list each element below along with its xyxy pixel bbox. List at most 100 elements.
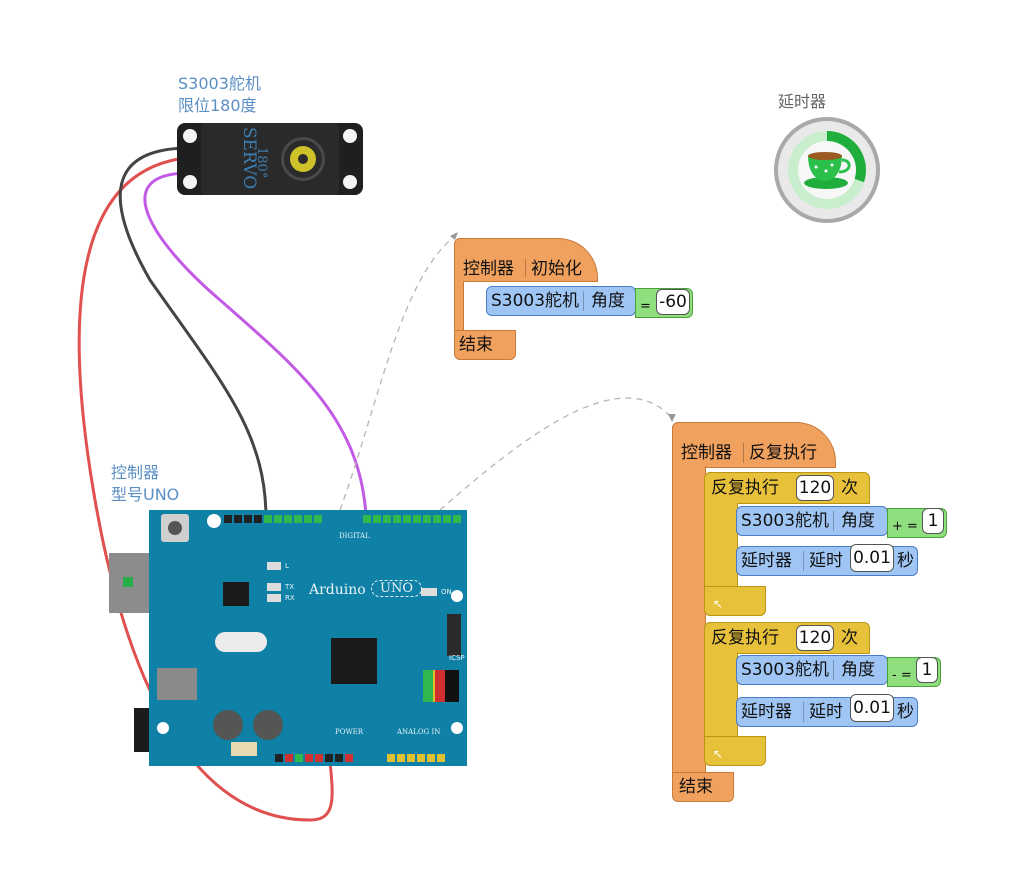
fuse — [231, 742, 257, 756]
servo-horn — [281, 137, 325, 181]
repeat-2-label: 反复执行 — [711, 628, 779, 648]
corner-arrow-icon: ↖ — [713, 597, 724, 611]
repeat-2-op-text: - = — [892, 668, 912, 683]
repeat-2-end: ↖ — [704, 736, 766, 766]
init-set-servo-block[interactable]: S3003舵机 角度 — [486, 286, 636, 316]
link-arrow-loop — [668, 414, 676, 422]
init-set-op-text: = — [640, 299, 651, 314]
mount-hole — [451, 722, 463, 734]
voltage-regulator — [157, 668, 197, 700]
timer-label: 延时器 — [778, 92, 827, 111]
servo-mount-hole — [343, 129, 357, 143]
icsp-label: ICSP — [449, 654, 465, 662]
reset-button-cap — [168, 521, 182, 535]
teacup-icon — [804, 152, 851, 189]
init-block-end: 结束 — [454, 330, 516, 360]
repeat-block-2[interactable]: 反复执行 次 — [704, 622, 870, 654]
repeat-1-delay-input[interactable]: 0.01 — [850, 544, 894, 572]
mount-hole — [451, 590, 463, 602]
repeat-1-end: ↖ — [704, 586, 766, 616]
usb-port-led — [123, 577, 133, 587]
loop-block-spine — [672, 466, 706, 774]
loop-header-target: 控制器 — [681, 443, 732, 463]
icsp-header — [447, 614, 461, 656]
servo-mount-hole — [183, 175, 197, 189]
digital-label: DIGITAL — [339, 532, 370, 540]
repeat-2-servo-block[interactable]: S3003舵机 角度 — [736, 655, 888, 685]
link-line-init — [339, 235, 456, 511]
servo-name-label: S3003舵机 — [178, 74, 261, 93]
init-angle-value-input[interactable]: -60 — [656, 289, 690, 315]
repeat-2-delay-unit: 秒 — [897, 702, 914, 722]
repeat-2-servo-target: S3003舵机 — [741, 660, 830, 680]
brand-text: Arduino — [309, 582, 366, 598]
power-header — [275, 754, 353, 762]
controller-model-label: 型号UNO — [111, 485, 180, 504]
repeat-1-step-input[interactable]: 1 — [922, 508, 944, 534]
rx-led-label: RX — [285, 594, 295, 602]
repeat-1-delay-action: 延时 — [809, 551, 843, 571]
tx-led-label: TX — [285, 583, 295, 591]
uno-badge: UNO — [371, 580, 422, 597]
led-l — [267, 562, 281, 570]
repeat-1-delay-target: 延时器 — [741, 551, 792, 571]
repeat-1-label: 反复执行 — [711, 478, 779, 498]
servo-mount-hole — [183, 129, 197, 143]
l-led-label: L — [285, 562, 289, 570]
init-header-event: 初始化 — [531, 259, 582, 279]
loop-block-header[interactable]: 控制器 反复执行 — [672, 422, 836, 468]
repeat-2-delay-target: 延时器 — [741, 702, 792, 722]
loop-header-event: 反复执行 — [749, 443, 817, 463]
red-wire — [77, 156, 334, 822]
repeat-1-count-input[interactable]: 120 — [796, 475, 834, 501]
init-block-header[interactable]: 控制器 初始化 — [454, 238, 598, 282]
analog-header — [387, 754, 445, 762]
timer-widget[interactable] — [774, 117, 880, 223]
digital-header-2 — [363, 515, 461, 523]
repeat-1-op-text: + = — [892, 519, 918, 534]
led-tx — [267, 583, 281, 591]
chip-atmega — [331, 638, 377, 684]
mount-hole — [157, 722, 169, 734]
purple-wire — [143, 171, 368, 517]
init-block-spine — [454, 281, 464, 331]
arduino-uno-board[interactable]: DIGITAL L TX RX ON Arduino UNO ICSP POWE… — [149, 510, 467, 766]
capacitor — [253, 710, 283, 740]
repeat-1-servo-block[interactable]: S3003舵机 角度 — [736, 506, 888, 536]
repeat-1-unit: 次 — [841, 478, 858, 498]
loop-block-end: 结束 — [672, 772, 734, 802]
servo-motor[interactable]: SERVO 180° — [177, 123, 363, 195]
init-header-target: 控制器 — [463, 259, 514, 279]
repeat-2-delay-action: 延时 — [809, 702, 843, 722]
repeat-1-spine — [704, 503, 738, 587]
link-arrow-init — [450, 232, 458, 240]
servo-angle-text: 180° — [254, 147, 269, 179]
on-label: ON — [441, 588, 452, 596]
servo-limit-label: 限位180度 — [178, 96, 257, 115]
init-set-prop: 角度 — [591, 291, 625, 311]
led-rx — [267, 594, 281, 602]
chip-small — [223, 582, 249, 606]
black-wire — [118, 146, 268, 517]
servo-mount-hole — [343, 175, 357, 189]
repeat-1-delay-unit: 秒 — [897, 551, 914, 571]
repeat-2-delay-input[interactable]: 0.01 — [850, 694, 894, 722]
crystal — [215, 632, 267, 652]
repeat-2-step-input[interactable]: 1 — [916, 657, 938, 683]
status-leds — [423, 670, 459, 702]
repeat-1-servo-target: S3003舵机 — [741, 511, 830, 531]
controller-title-label: 控制器 — [111, 463, 160, 482]
repeat-1-servo-prop: 角度 — [841, 511, 875, 531]
led-on — [421, 588, 437, 596]
init-set-target: S3003舵机 — [491, 291, 580, 311]
repeat-2-spine — [704, 653, 738, 737]
repeat-block-1[interactable]: 反复执行 次 — [704, 472, 870, 504]
mount-hole — [207, 514, 221, 528]
repeat-2-count-input[interactable]: 120 — [796, 625, 834, 651]
repeat-2-servo-prop: 角度 — [841, 660, 875, 680]
power-label: POWER — [335, 728, 364, 736]
capacitor — [213, 710, 243, 740]
analog-label: ANALOG IN — [397, 728, 441, 736]
repeat-2-unit: 次 — [841, 628, 858, 648]
